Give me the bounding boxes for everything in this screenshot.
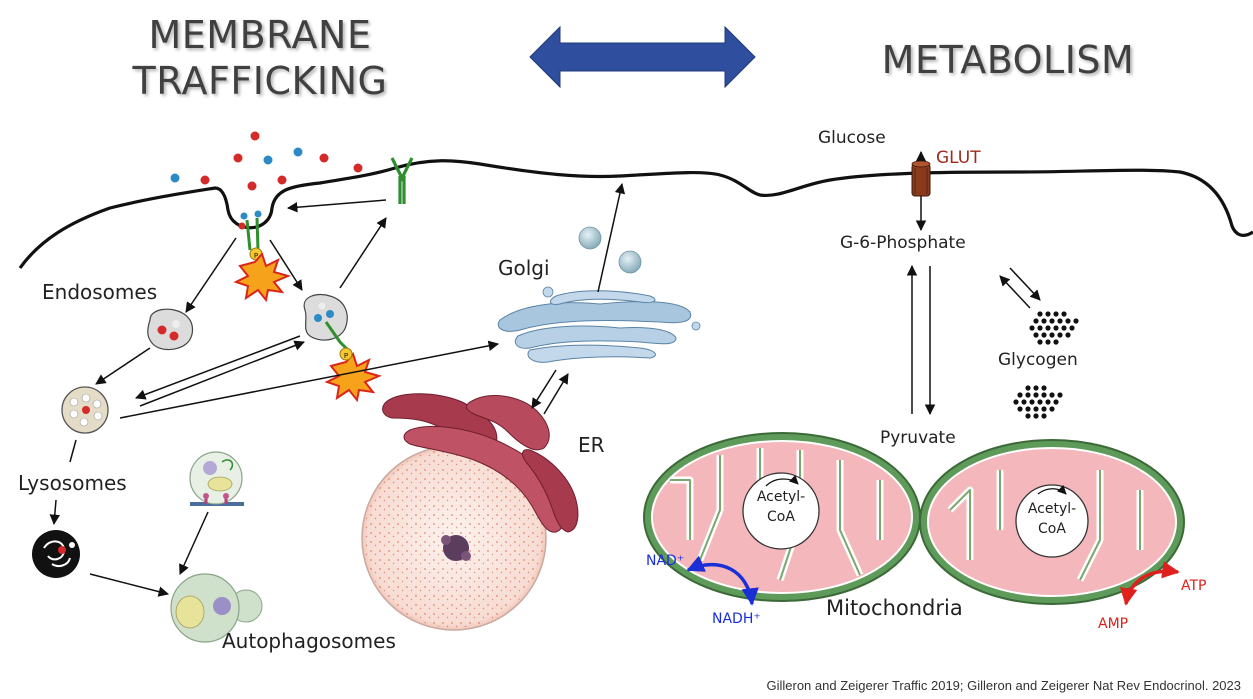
metabolism-title: METABOLISM (881, 38, 1135, 82)
surface-receptor (390, 157, 414, 204)
autophagosome (170, 573, 263, 643)
golgi-apparatus (497, 286, 701, 363)
secretory-vesicle-1 (578, 226, 602, 250)
nucleus (361, 445, 547, 631)
multivesicular-body (61, 386, 109, 434)
amp-label: AMP (1098, 616, 1129, 632)
glycogen-granules-top (1029, 311, 1079, 345)
membrane-trafficking-title: MEMBRANE TRAFFICKING (132, 13, 388, 104)
receptor-in-pit (238, 210, 263, 261)
g6p-label: G-6-Phosphate (840, 233, 966, 253)
bidirectional-arrow (529, 25, 756, 89)
phospho-label-1: P (254, 252, 258, 260)
citation: Gilleron and Zeigerer Traffic 2019; Gill… (766, 678, 1241, 693)
nad-label: NAD⁺ (646, 553, 685, 569)
nad-conversion-arrow (686, 555, 759, 606)
phagophore (189, 451, 244, 506)
glycogen-granules-bottom (1013, 385, 1063, 419)
atp-conversion-arrow (1119, 561, 1180, 606)
ligand-particles (170, 131, 363, 191)
golgi-label: Golgi (498, 256, 550, 280)
early-endosome (147, 308, 194, 351)
glut-label: GLUT (936, 148, 981, 168)
autophagosomes-label: Autophagosomes (222, 629, 396, 653)
glycogen-label: Glycogen (998, 350, 1078, 370)
signaling-endosome (303, 293, 353, 361)
endoplasmic-reticulum (382, 393, 579, 533)
er-label: ER (578, 433, 605, 457)
signal-burst-2 (324, 352, 382, 403)
mitochondrion-right (919, 439, 1185, 605)
lysosomes-label: Lysosomes (18, 471, 127, 495)
glut-transporter (911, 160, 931, 197)
acetyl-coa-label-2: Acetyl- CoA (1027, 501, 1077, 537)
acetyl-coa-label-1: Acetyl- CoA (756, 489, 806, 525)
signal-burst-1 (233, 252, 291, 303)
plasma-membrane (18, 159, 1253, 269)
endosomes-label: Endosomes (42, 280, 158, 304)
nadh-label: NADH⁺ (712, 611, 761, 627)
atp-label: ATP (1181, 578, 1207, 594)
trafficking-arrows (49, 182, 626, 597)
secretory-vesicle-2 (618, 250, 642, 274)
pyruvate-label: Pyruvate (880, 428, 956, 448)
mitochondria-label: Mitochondria (826, 596, 963, 620)
phospho-label-2: P (344, 352, 348, 360)
glucose-label: Glucose (818, 128, 886, 148)
metabolism-arrows (906, 150, 1041, 416)
lysosome (32, 530, 80, 578)
